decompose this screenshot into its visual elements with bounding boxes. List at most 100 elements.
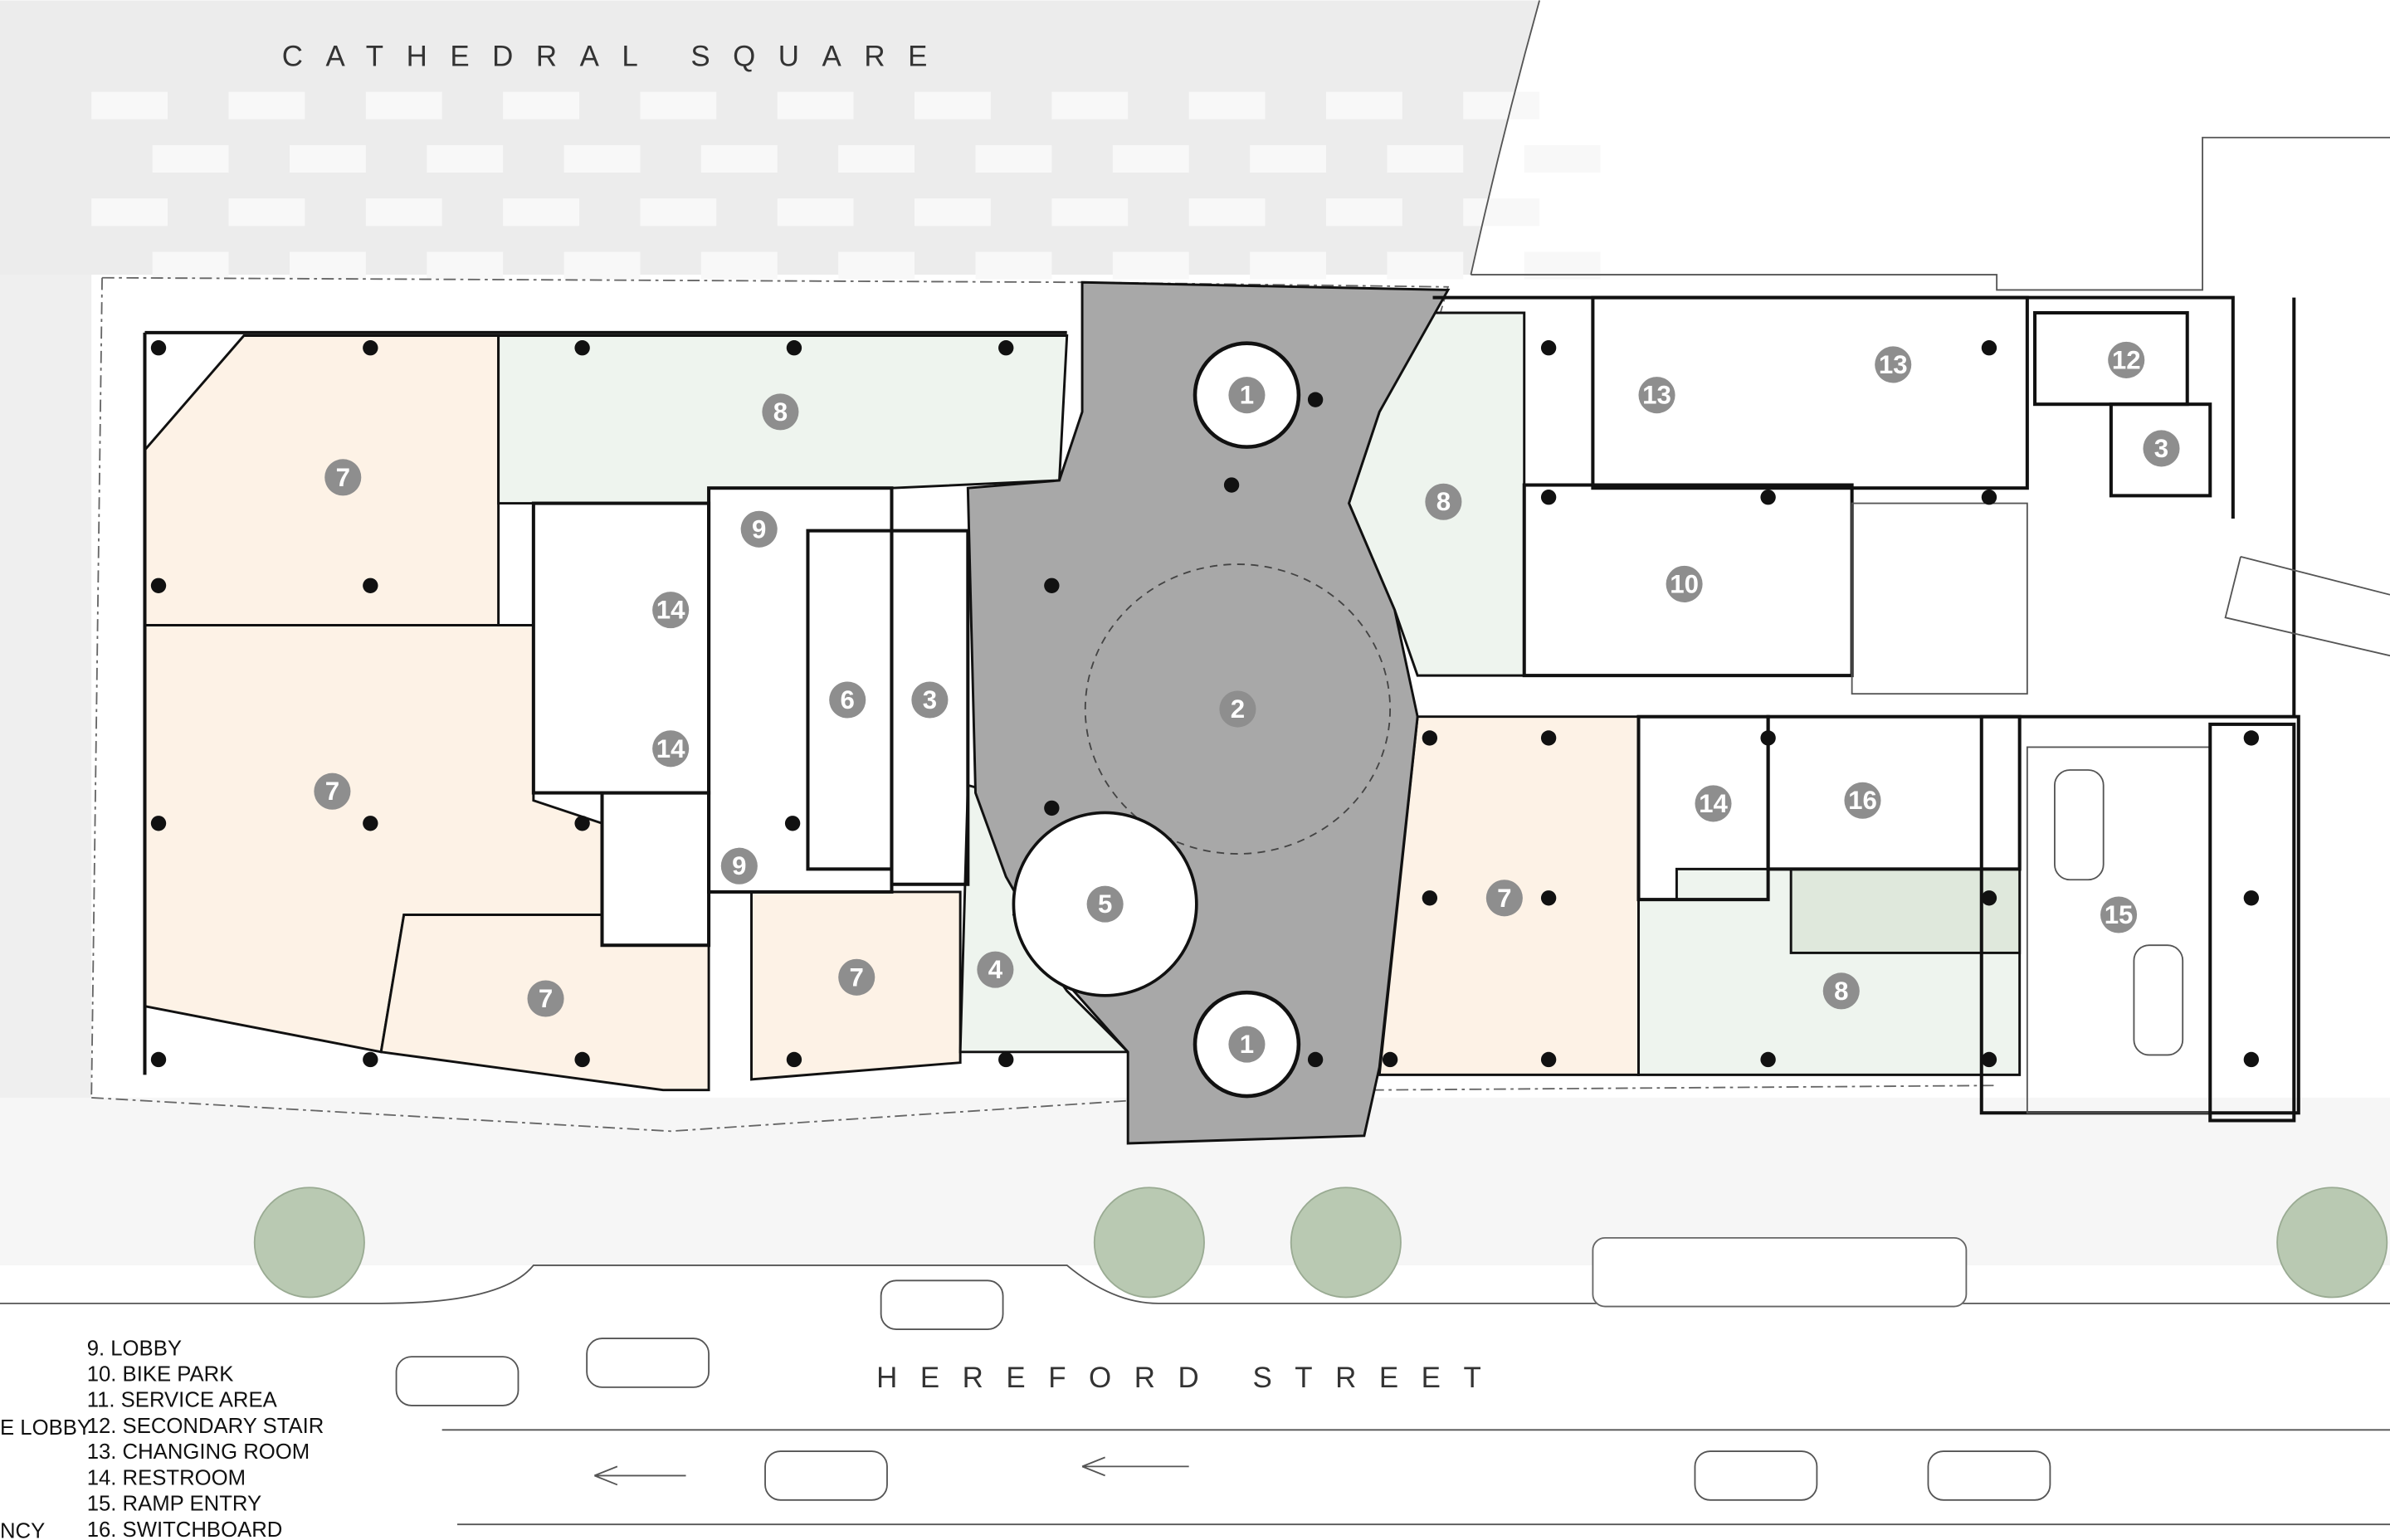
paving-block	[503, 91, 579, 119]
legend: E LOBBY NCY 9. LOBBY 10. BIKE PARK 11. S…	[0, 1337, 324, 1540]
room-retail	[144, 334, 500, 626]
paving-block	[640, 198, 717, 227]
badge-number: 3	[923, 685, 937, 714]
tree	[2276, 1187, 2388, 1299]
column	[1981, 340, 1997, 356]
badge-circle	[1695, 785, 1732, 822]
car	[586, 1338, 710, 1388]
room-label-badge: 13	[1875, 346, 1912, 383]
badge-number: 6	[841, 685, 855, 714]
room-label-badge: 9	[720, 847, 758, 885]
paving-block	[975, 144, 1052, 173]
paving-block	[915, 198, 991, 227]
column	[1044, 578, 1060, 593]
cars	[395, 769, 2184, 1501]
legend-item: 16. SWITCHBOARD	[87, 1518, 283, 1540]
room-label-badge: 7	[1485, 880, 1523, 917]
paving-block	[152, 251, 229, 280]
column	[1981, 1051, 1997, 1068]
column	[1981, 490, 1997, 505]
legend-item: 11. SERVICE AREA	[87, 1389, 278, 1412]
paving-block	[1188, 198, 1266, 227]
badge-circle	[740, 510, 778, 548]
column	[574, 816, 590, 831]
bus	[1592, 1236, 1968, 1308]
left-paving	[0, 275, 92, 1220]
badge-circle	[2108, 341, 2145, 378]
tree	[1093, 1187, 1205, 1299]
column	[1760, 1051, 1776, 1068]
column	[1422, 730, 1438, 746]
paving-block	[152, 144, 229, 173]
column	[150, 340, 167, 356]
badge-circle	[324, 459, 362, 496]
site-boundary	[91, 276, 1997, 1133]
paving-block	[1463, 198, 1540, 227]
badge-number: 1	[1240, 381, 1254, 410]
badge-number: 9	[752, 514, 766, 543]
site-boundary-left	[90, 277, 103, 1098]
room-label-badge: 3	[911, 681, 949, 719]
service-core	[143, 295, 2300, 1123]
switchboard-hatch	[1789, 867, 2022, 954]
column	[784, 816, 801, 831]
room-label-badge: 2	[1219, 690, 1256, 728]
room-label-badge: 10	[1666, 565, 1703, 602]
badge-circle	[1228, 377, 1266, 414]
badge-number: 9	[732, 851, 746, 880]
column	[363, 816, 378, 831]
paving-block	[1188, 91, 1266, 119]
column	[2243, 1051, 2260, 1068]
room-label-badge: 16	[1844, 782, 1881, 819]
legend-item: 13. CHANGING ROOM	[87, 1440, 310, 1464]
room-label-badge: 15	[2100, 896, 2138, 933]
legend-item: 14. RESTROOM	[87, 1466, 246, 1489]
paving-block	[1387, 144, 1464, 173]
badge-number: 14	[1699, 789, 1728, 818]
badge-circle	[1844, 782, 1881, 819]
paving-block	[1250, 251, 1326, 280]
badge-number: 12	[2112, 345, 2141, 374]
car	[1694, 1450, 1818, 1501]
paving-block	[91, 198, 168, 227]
paving-block	[1112, 251, 1189, 280]
legend-item: 9. LOBBY	[87, 1337, 182, 1360]
room-label-badge: 1	[1228, 1026, 1266, 1063]
column	[1307, 392, 1324, 407]
paving-block	[563, 251, 641, 280]
paving-block	[1524, 144, 1601, 173]
room-label-badge: 8	[1425, 483, 1462, 520]
room-label-badge: 1	[1228, 377, 1266, 414]
column	[1540, 730, 1557, 746]
badge-number: 7	[850, 962, 864, 992]
badge-number: 8	[1436, 487, 1451, 516]
car	[1927, 1450, 2051, 1501]
column	[786, 1051, 802, 1068]
badge-number: 7	[539, 984, 553, 1013]
car	[764, 1450, 888, 1501]
paving-block	[915, 91, 991, 119]
paving-pattern	[91, 91, 1601, 280]
column	[786, 340, 802, 356]
column	[1540, 340, 1557, 356]
badge-circle	[1485, 880, 1523, 917]
badge-number: 13	[1642, 381, 1671, 410]
badge-circle	[977, 951, 1014, 988]
room-label-badge: 4	[977, 951, 1014, 988]
hereford-street-label: HEREFORD STREET	[876, 1362, 1504, 1394]
paving-block	[1250, 144, 1326, 173]
badge-number: 7	[336, 463, 350, 492]
column	[998, 340, 1014, 356]
room-label-badge: 7	[838, 958, 876, 996]
columns	[150, 340, 2260, 1068]
badge-number: 10	[1670, 569, 1699, 598]
paving-block	[365, 91, 442, 119]
column	[1307, 1051, 1324, 1068]
badge-circle	[652, 730, 690, 768]
badge-number: 8	[1834, 977, 1848, 1006]
room-label-badge: 7	[324, 459, 362, 496]
legend-item: 12. SECONDARY STAIR	[87, 1415, 324, 1438]
column	[1981, 890, 1997, 906]
